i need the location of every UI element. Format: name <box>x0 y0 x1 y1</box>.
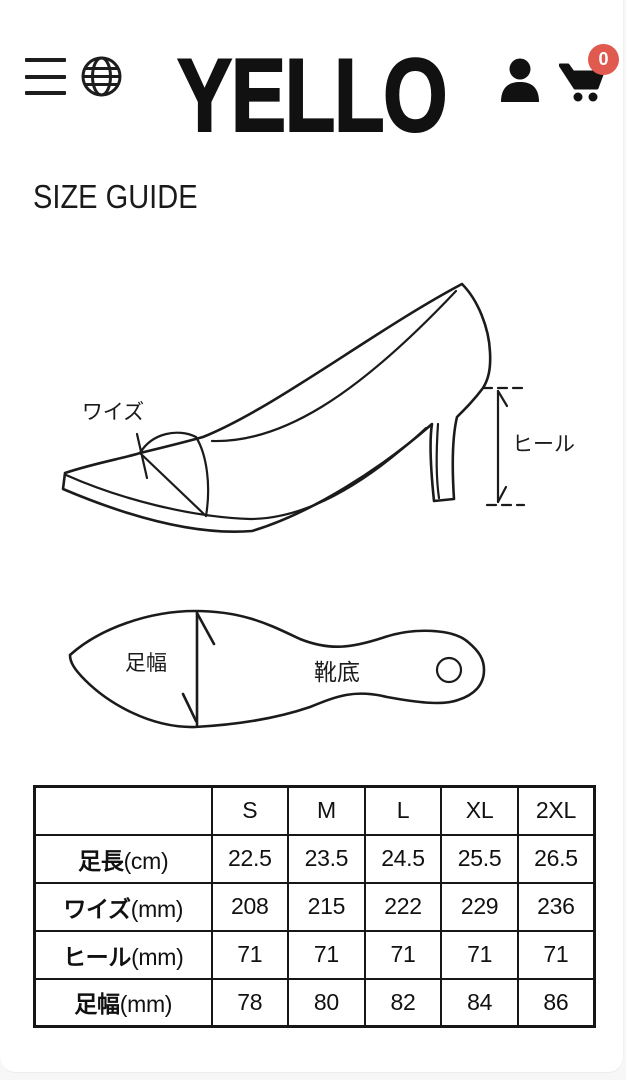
size-value-cell: 71 <box>516 929 596 980</box>
size-value-cell: 236 <box>516 881 596 932</box>
brand-logo[interactable]: YELLO <box>176 38 449 154</box>
corner-cell <box>33 785 213 836</box>
size-value-cell: 82 <box>363 977 443 1028</box>
size-value-cell: 208 <box>210 881 290 932</box>
size-value-cell: 71 <box>210 929 290 980</box>
site-header: YELLO 0 <box>0 0 623 150</box>
size-value-cell: 215 <box>287 881 366 932</box>
size-value-cell: 24.5 <box>363 833 443 884</box>
page-title: SIZE GUIDE <box>33 178 198 215</box>
size-value-cell: 23.5 <box>287 833 366 884</box>
cart-badge: 0 <box>588 44 619 75</box>
cart-button[interactable]: 0 <box>558 44 619 111</box>
shoe-side-diagram: ワイズ ヒール <box>0 270 626 565</box>
column-header: M <box>287 785 366 836</box>
column-header: 2XL <box>516 785 596 836</box>
row-header: 足長(cm) <box>33 833 213 884</box>
column-header: L <box>363 785 443 836</box>
row-header: 足幅(mm) <box>33 977 213 1028</box>
heel-label: ヒール <box>512 433 575 456</box>
sole-label: 靴底 <box>314 659 360 685</box>
hamburger-menu-icon[interactable] <box>25 58 66 95</box>
size-value-cell: 229 <box>440 881 519 932</box>
header-right-icons: 0 <box>497 44 619 111</box>
size-value-cell: 84 <box>440 977 519 1028</box>
size-value-cell: 80 <box>287 977 366 1028</box>
size-value-cell: 26.5 <box>516 833 596 884</box>
size-value-cell: 25.5 <box>440 833 519 884</box>
size-value-cell: 86 <box>516 977 596 1028</box>
account-button[interactable] <box>497 56 543 109</box>
person-icon <box>501 58 539 102</box>
shoe-sole-diagram: 足幅 靴底 <box>0 590 626 755</box>
column-header: S <box>210 785 290 836</box>
size-value-cell: 71 <box>440 929 519 980</box>
row-header: ワイズ(mm) <box>33 881 213 932</box>
size-value-cell: 71 <box>363 929 443 980</box>
wise-label: ワイズ <box>82 401 144 424</box>
size-value-cell: 22.5 <box>210 833 290 884</box>
row-header: ヒール(mm) <box>33 929 213 980</box>
foot-width-label: 足幅 <box>125 652 167 675</box>
size-value-cell: 222 <box>363 881 443 932</box>
globe-language-icon[interactable] <box>80 55 123 98</box>
size-value-cell: 71 <box>287 929 366 980</box>
size-value-cell: 78 <box>210 977 290 1028</box>
header-left-icons <box>25 55 123 98</box>
column-header: XL <box>440 785 519 836</box>
